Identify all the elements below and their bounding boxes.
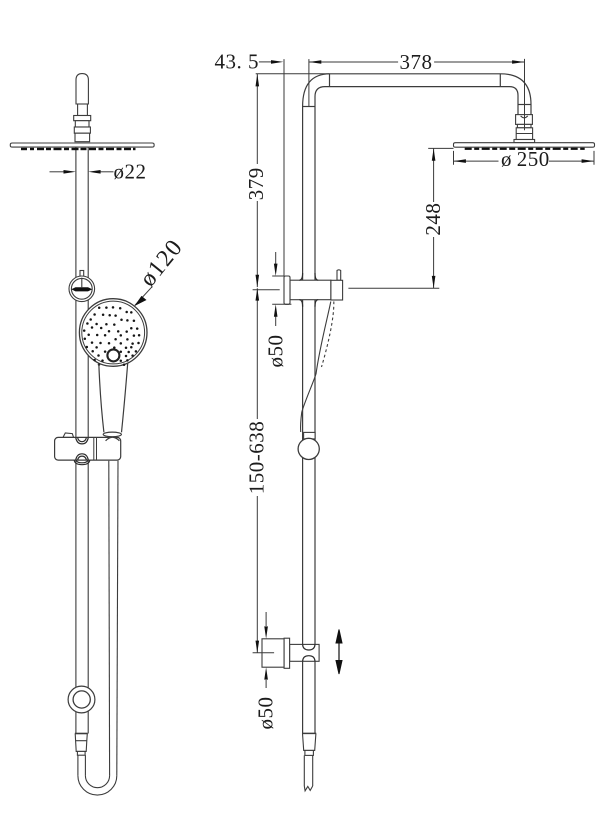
svg-text:ø22: ø22: [114, 160, 147, 184]
svg-text:150-638: 150-638: [245, 421, 269, 495]
svg-text:ø50: ø50: [253, 697, 277, 730]
svg-text:379: 379: [244, 167, 268, 200]
svg-text:378: 378: [400, 50, 433, 74]
svg-text:ø 250: ø 250: [501, 147, 550, 171]
svg-text:248: 248: [421, 203, 445, 236]
svg-text:43. 5: 43. 5: [215, 50, 260, 74]
svg-text:ø50: ø50: [264, 335, 288, 368]
